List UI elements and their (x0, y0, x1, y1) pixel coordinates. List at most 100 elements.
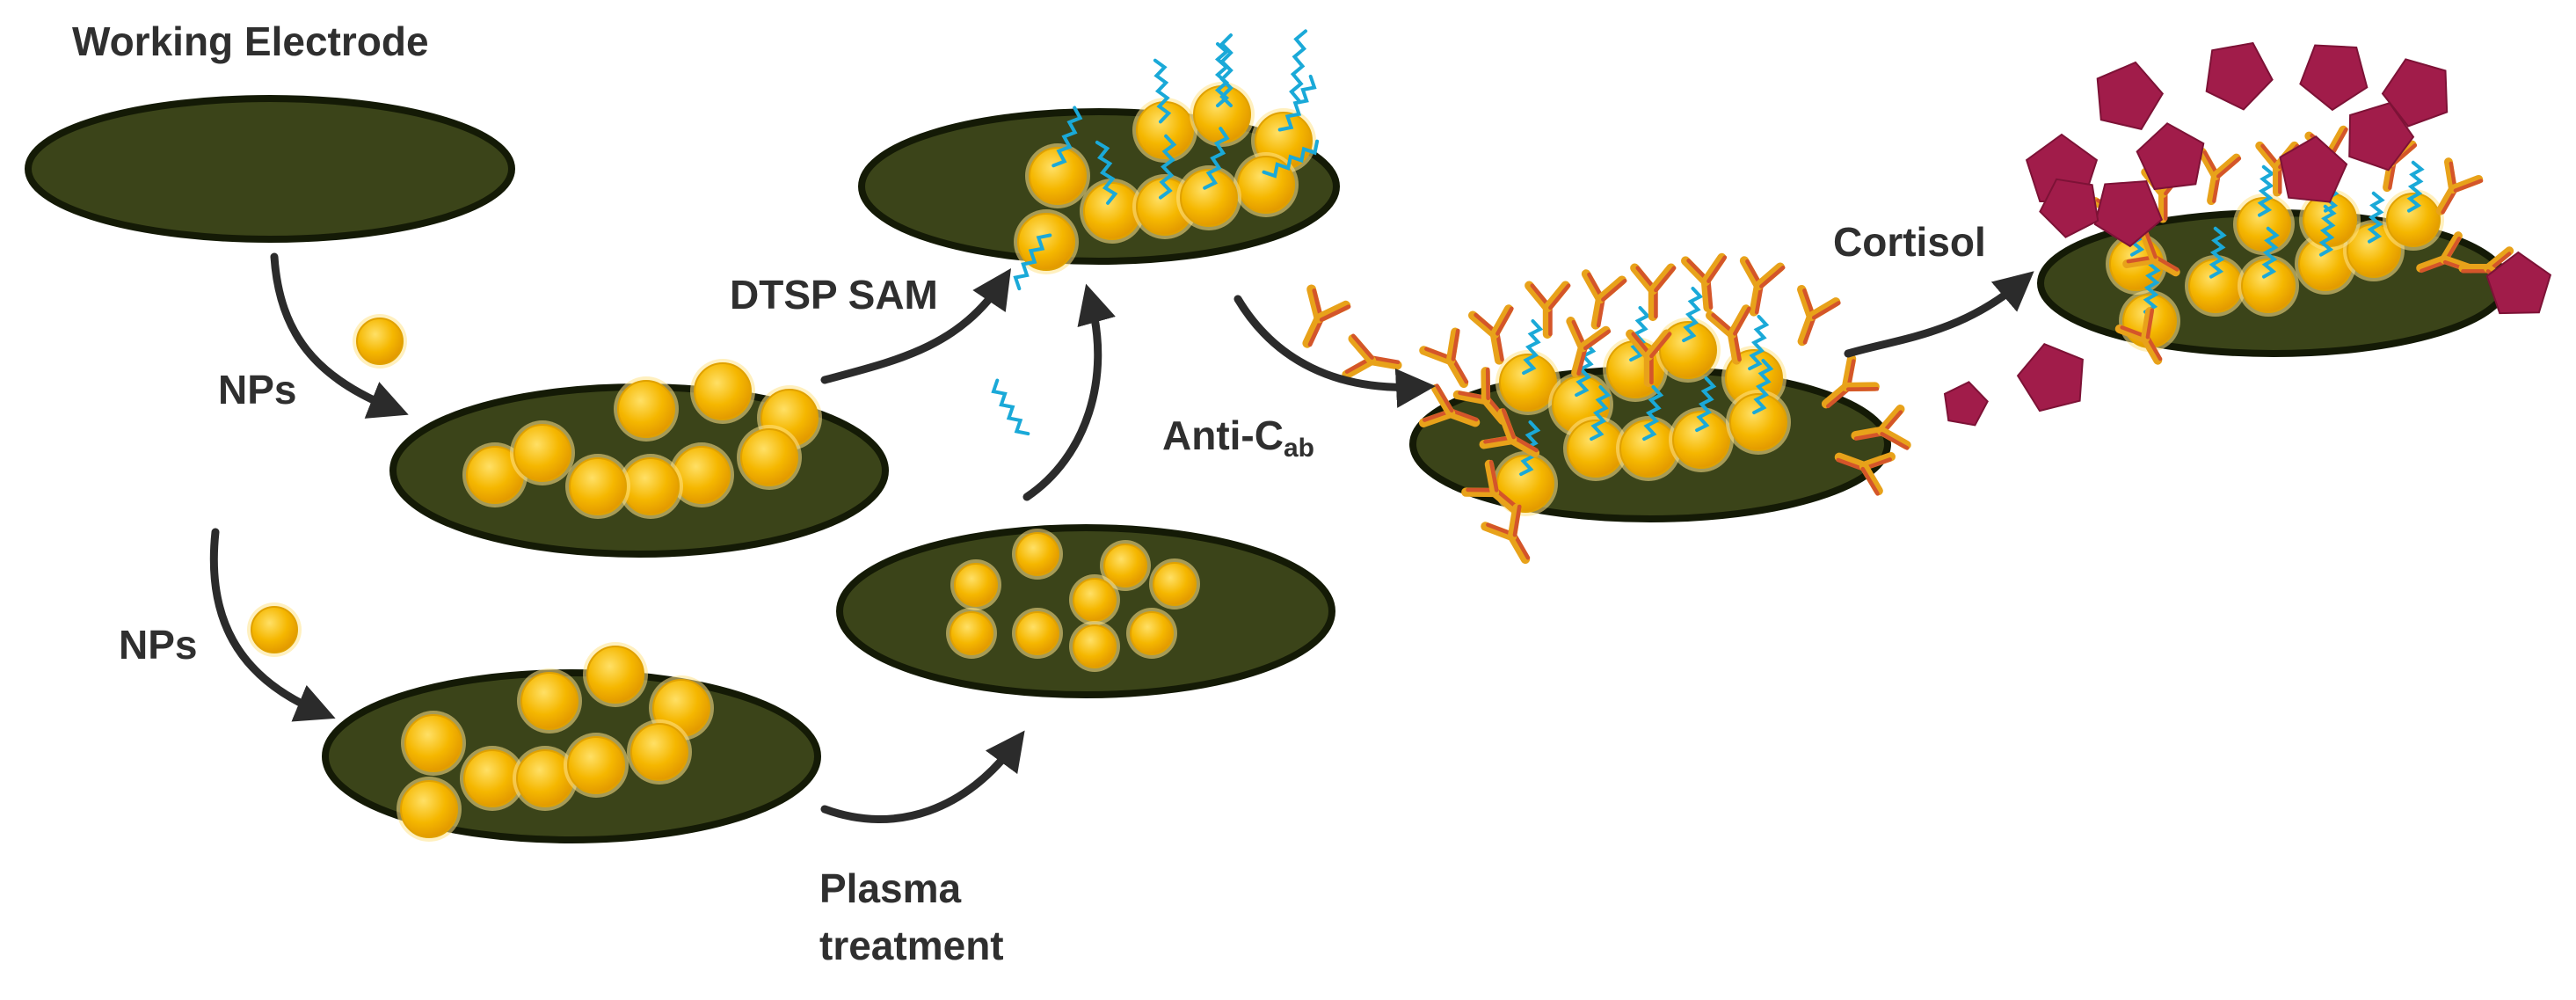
dtsp-linker-icon (2143, 261, 2161, 314)
antibody-icon (1468, 304, 1514, 365)
antibody-arm-inner (1759, 265, 1786, 288)
antibody-icon (2435, 157, 2484, 215)
antibody-arm (1468, 310, 1500, 339)
antibody-icon (1581, 269, 1627, 330)
antibody-arm (1648, 263, 1676, 296)
gold-nanoparticle-icon (463, 749, 521, 807)
antibody-arm-inner (1576, 346, 1588, 376)
antibody-arm (2449, 174, 2484, 193)
antibody-arm (1859, 461, 1883, 496)
antibody-icon (1739, 256, 1786, 317)
antibody-arm (2484, 246, 2514, 273)
gold-nanoparticle-icon (740, 428, 798, 486)
antibody-icon (2122, 229, 2180, 277)
process-arrow-icon (1022, 283, 1116, 501)
antibody-arm-inner (2331, 127, 2348, 156)
gold-nanoparticle-icon (1499, 354, 1557, 412)
dtsp-linker-icon (1013, 233, 1052, 291)
process-arrow-icon (1844, 271, 2034, 358)
cortisol-molecule-icon (2279, 135, 2348, 203)
antibody-arm (1489, 304, 1514, 339)
antibody-arm (1876, 405, 1905, 436)
dtsp-linker-icon (1262, 139, 1320, 179)
antibody-icon (1342, 333, 1402, 380)
gold-nanoparticle-icon (1015, 532, 1059, 576)
dtsp-linkers (991, 29, 2425, 477)
label-treatment: treatment (819, 923, 1004, 968)
antibody-arm-inner (1488, 459, 1499, 493)
antibody-arm-inner (1880, 432, 1910, 450)
label-anti-c-sub: ab (1283, 434, 1314, 463)
antibody-arm-inner (1826, 387, 1851, 409)
dtsp-linker-icon (1642, 385, 1664, 442)
antibody-arm-inner (1754, 284, 1764, 315)
gold-nanoparticle-icon (513, 424, 571, 482)
antibody-arm-inner (1733, 332, 1742, 362)
antibody-arm (1431, 383, 1456, 419)
antibody-arm (1418, 408, 1456, 427)
antibody-arm-inner (1733, 306, 1751, 336)
gold-nanoparticle-icon (630, 723, 688, 781)
antibody-arm (1542, 281, 1570, 313)
antibody-arm (1566, 317, 1588, 353)
antibody-icon (1452, 367, 1508, 426)
antibody-arm (2211, 153, 2241, 180)
antibody-arm (1577, 325, 1611, 353)
antibody-arm-inner (1853, 432, 1884, 441)
antibody-arm-inner (1706, 279, 1714, 310)
cortisol-molecule-icon (2136, 122, 2205, 191)
antibody-arm (1306, 284, 1324, 324)
antibody-arm-inner (2145, 335, 2163, 361)
antibody-icon (1834, 452, 1896, 496)
antibody-arm-inner (1802, 315, 1816, 345)
antibody-arm-inner (1451, 328, 1460, 361)
antibody-arm (1452, 390, 1491, 405)
antibody-arm-inner (2212, 174, 2221, 203)
antibody-arm (1630, 263, 1658, 296)
gold-nanoparticle-icon (950, 611, 993, 655)
gold-nanoparticle-icon (251, 606, 298, 653)
antibody-arm-inner (1511, 434, 1539, 453)
antibody-icon (1566, 317, 1612, 378)
gold-nanoparticle-icon (569, 457, 627, 515)
antibodies (1302, 125, 2514, 565)
antibody-arm-inner (2420, 259, 2448, 274)
antibody-arm-inner (2388, 161, 2397, 190)
antibody-arm (1419, 346, 1456, 366)
gold-nanoparticle-icon (2241, 259, 2296, 313)
antibody-arm (1806, 297, 1841, 322)
antibody-arm (1706, 310, 1737, 339)
gold-nanoparticle-icon (356, 318, 404, 365)
gold-nanoparticle-icon (1237, 156, 1295, 214)
antibody-icon (1302, 284, 1351, 348)
gold-nanoparticle-icon (2347, 223, 2401, 278)
antibody-arm (2114, 324, 2150, 343)
antibody-arm-inner (1435, 383, 1454, 413)
gold-nanoparticle-icon (1659, 321, 1717, 379)
cortisol-molecule-icon (2205, 41, 2274, 111)
antibody-arm-inner (1649, 332, 1672, 359)
antibody-arm (1481, 522, 1517, 542)
antibody-arm (1342, 355, 1377, 380)
antibody-icon (2197, 147, 2242, 206)
antibody-arm-inner (1350, 333, 1374, 360)
gold-nanoparticle-icon (400, 780, 458, 838)
antibody-icon (1418, 383, 1481, 427)
dtsp-linker-icon (1682, 287, 1704, 343)
antibody-icon (1626, 329, 1672, 388)
antibody-arm (2255, 141, 2281, 172)
label-working-electrode: Working Electrode (72, 18, 429, 64)
antibody-arm-inner (1512, 504, 1522, 537)
antibody-arm (1626, 329, 1654, 361)
gold-nanoparticle-icon (1672, 411, 1730, 469)
antibody-arm-inner (1601, 278, 1627, 302)
dtsp-linker-icon (1203, 127, 1230, 190)
antibody-arm (2139, 229, 2158, 264)
antibody-arm-inner (1319, 304, 1351, 322)
antibody-arm (1348, 334, 1377, 366)
antibody-arm (1876, 426, 1911, 450)
antibody-arm (1797, 284, 1816, 322)
process-arrow-icon (820, 730, 1025, 823)
dtsp-linker-icon (1590, 385, 1612, 442)
dtsp-linker-icon (2209, 226, 2227, 279)
